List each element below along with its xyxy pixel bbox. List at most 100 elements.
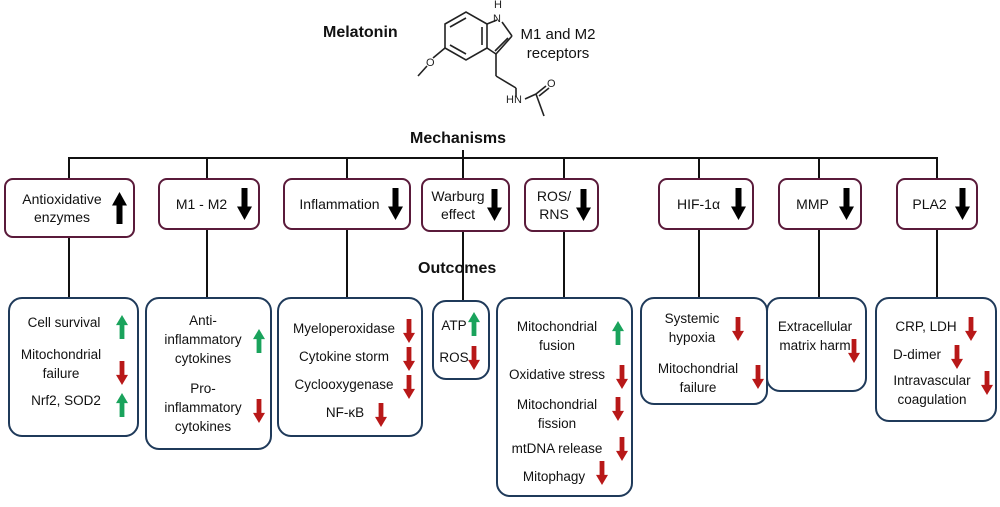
connector-line bbox=[206, 157, 208, 178]
receptors-line-1: M1 and M2 bbox=[520, 26, 596, 43]
mechanism-label: MMP bbox=[786, 195, 839, 213]
arrow-down-icon bbox=[731, 188, 746, 220]
arrow-up-icon bbox=[612, 321, 624, 345]
atom-hn: HN bbox=[506, 94, 522, 106]
arrow-down-icon bbox=[965, 317, 977, 341]
atom-h: H bbox=[494, 0, 502, 11]
melatonin-label: Melatonin bbox=[323, 24, 398, 41]
outcome-box: ATP ROS bbox=[432, 300, 490, 380]
outcome-item: CRP, LDH bbox=[895, 319, 957, 334]
arrow-down-icon bbox=[388, 188, 403, 220]
arrow-down-icon bbox=[752, 365, 764, 389]
connector-line bbox=[346, 230, 348, 297]
mechanism-label: ROS/RNS bbox=[532, 187, 576, 223]
arrow-down-icon bbox=[487, 189, 502, 221]
arrow-down-icon bbox=[375, 403, 387, 427]
mechanism-label: M1 - M2 bbox=[166, 195, 237, 213]
mechanism-box: HIF-1α bbox=[658, 178, 754, 230]
mechanisms-heading: Mechanisms bbox=[410, 130, 507, 147]
arrow-down-icon bbox=[848, 339, 860, 363]
arrow-down-icon bbox=[596, 461, 608, 485]
connector-line bbox=[206, 230, 208, 297]
outcome-item: Nrf2, SOD2 bbox=[31, 393, 101, 408]
arrow-down-icon bbox=[388, 188, 403, 220]
arrow-up-icon bbox=[112, 192, 127, 224]
arrow-up-icon bbox=[253, 329, 265, 353]
arrow-down-icon bbox=[616, 437, 628, 461]
connector-line bbox=[818, 157, 820, 178]
atom-n: N bbox=[493, 13, 501, 25]
arrow-down-icon bbox=[616, 365, 628, 389]
outcomes-heading: Outcomes bbox=[418, 260, 497, 277]
mechanism-label-line: MMP bbox=[796, 196, 829, 212]
mechanism-label-line: effect bbox=[441, 206, 475, 222]
mechanism-label-line: enzymes bbox=[33, 209, 91, 225]
arrow-down-icon bbox=[839, 188, 854, 220]
arrow-down-icon bbox=[732, 317, 744, 341]
arrow-down-icon bbox=[616, 437, 628, 461]
outcome-box: Extracellular matrix harm bbox=[766, 297, 867, 392]
arrow-down-icon bbox=[403, 347, 415, 371]
connector-line bbox=[936, 230, 938, 297]
outcome-item: Pro-inflammatory cytokines bbox=[164, 381, 242, 434]
arrow-down-icon bbox=[253, 399, 265, 423]
arrow-down-icon bbox=[237, 188, 252, 220]
connector-line bbox=[462, 232, 464, 300]
connector-line bbox=[818, 230, 820, 297]
branch-line bbox=[68, 157, 938, 159]
outcome-item: Systemic hypoxia bbox=[664, 311, 720, 345]
mechanism-label-line: ROS/ bbox=[536, 188, 572, 204]
mechanism-box: PLA2 bbox=[896, 178, 978, 230]
mechanism-label-line: M1 - M2 bbox=[175, 196, 228, 212]
arrow-down-icon bbox=[403, 319, 415, 343]
arrow-up-icon bbox=[612, 321, 624, 345]
arrow-down-icon bbox=[981, 371, 993, 395]
arrow-down-icon bbox=[375, 403, 387, 427]
arrow-down-icon bbox=[576, 189, 591, 221]
melatonin-structure: H N O HN O bbox=[417, 0, 556, 117]
connector-line bbox=[462, 157, 464, 178]
mechanism-label-line: HIF-1α bbox=[676, 196, 721, 212]
outcome-item: Mitochondrial failure bbox=[20, 347, 102, 381]
arrow-down-icon bbox=[487, 189, 502, 221]
arrow-down-icon bbox=[116, 361, 128, 385]
outcome-item: Mitophagy bbox=[522, 469, 586, 484]
arrow-down-icon bbox=[612, 397, 624, 421]
arrow-down-icon bbox=[955, 188, 970, 220]
arrow-down-icon bbox=[731, 188, 746, 220]
atom-o2: O bbox=[547, 78, 556, 90]
arrow-down-icon bbox=[468, 346, 480, 370]
arrow-up-icon bbox=[116, 393, 128, 417]
arrow-down-icon bbox=[848, 339, 860, 363]
arrow-down-icon bbox=[403, 375, 415, 399]
outcome-item: Mitochondrial fusion bbox=[516, 319, 598, 353]
arrow-down-icon bbox=[752, 365, 764, 389]
mechanism-box: M1 - M2 bbox=[158, 178, 260, 230]
outcome-item: ATP bbox=[441, 318, 467, 333]
arrow-down-icon bbox=[965, 317, 977, 341]
arrow-up-icon bbox=[116, 315, 128, 339]
arrow-down-icon bbox=[576, 189, 591, 221]
outcome-item: Extracellular matrix harm bbox=[777, 319, 853, 353]
receptors-line-2: receptors bbox=[526, 45, 590, 62]
mechanism-label: Inflammation bbox=[291, 195, 388, 213]
outcome-item: NF-κB bbox=[325, 405, 365, 420]
outcome-item: ROS bbox=[439, 350, 469, 365]
outcome-item: Mitochondrial fission bbox=[516, 397, 598, 431]
outcome-item: Myeloperoxidase bbox=[292, 321, 396, 336]
mechanism-box: MMP bbox=[778, 178, 862, 230]
outcome-item: D-dimer bbox=[892, 347, 941, 362]
atom-o: O bbox=[426, 57, 435, 69]
arrow-down-icon bbox=[468, 346, 480, 370]
connector-line bbox=[68, 238, 70, 297]
outcome-item: Intravascular coagulation bbox=[893, 373, 971, 407]
arrow-up-icon bbox=[468, 312, 480, 336]
connector-line bbox=[68, 157, 70, 178]
